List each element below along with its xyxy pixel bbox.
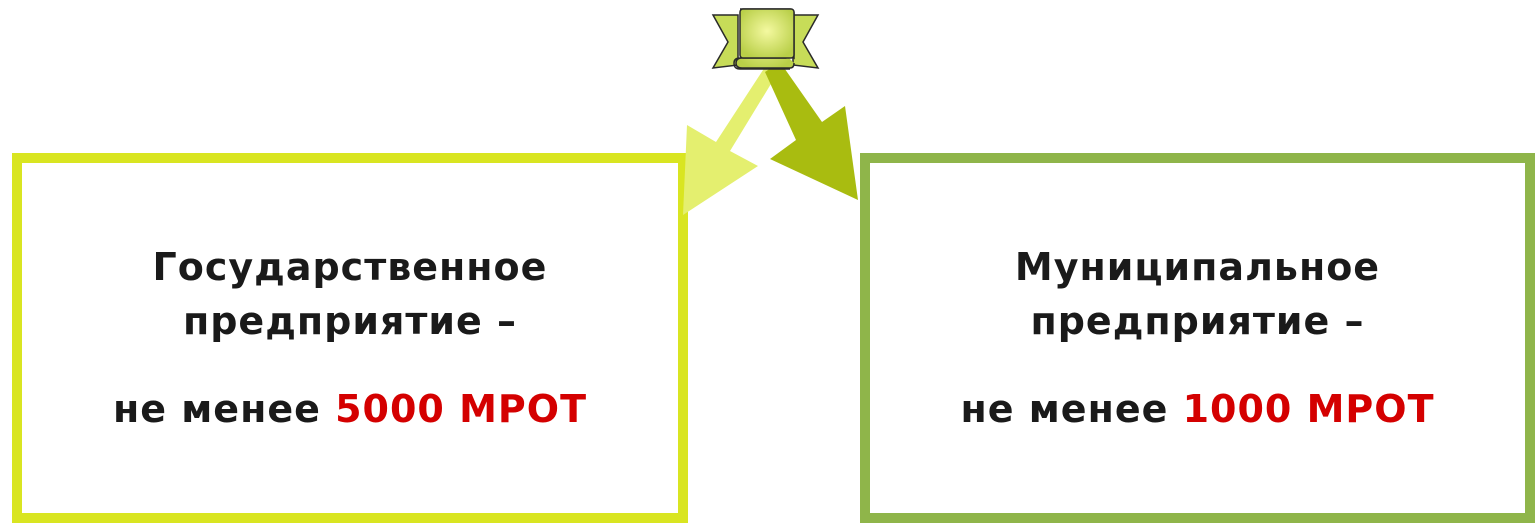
arrow-to-state-enterprise xyxy=(683,67,777,215)
min-capital-amount: 5000 МРОТ xyxy=(335,387,587,431)
state-enterprise-subtitle: предприятие – xyxy=(182,299,518,343)
municipal-enterprise-box: Муниципальное предприятие – не менее 100… xyxy=(860,153,1535,523)
municipal-enterprise-title: Муниципальное xyxy=(1014,245,1381,289)
arrow-left-shape xyxy=(683,67,777,215)
municipal-enterprise-capital: не менее 1000 МРОТ xyxy=(960,382,1434,436)
min-prefix: не менее xyxy=(112,387,321,431)
state-enterprise-capital: не менее 5000 МРОТ xyxy=(113,382,587,436)
state-enterprise-title: Государственное xyxy=(152,245,548,289)
scroll-banner-icon xyxy=(711,8,820,70)
min-prefix: не менее xyxy=(960,387,1169,431)
state-enterprise-box: Государственное предприятие – не менее 5… xyxy=(12,153,688,523)
min-capital-amount: 1000 МРОТ xyxy=(1182,387,1435,431)
arrow-to-municipal-enterprise xyxy=(765,62,858,200)
arrow-right-shape xyxy=(765,62,858,200)
municipal-enterprise-subtitle: предприятие – xyxy=(1030,299,1365,343)
